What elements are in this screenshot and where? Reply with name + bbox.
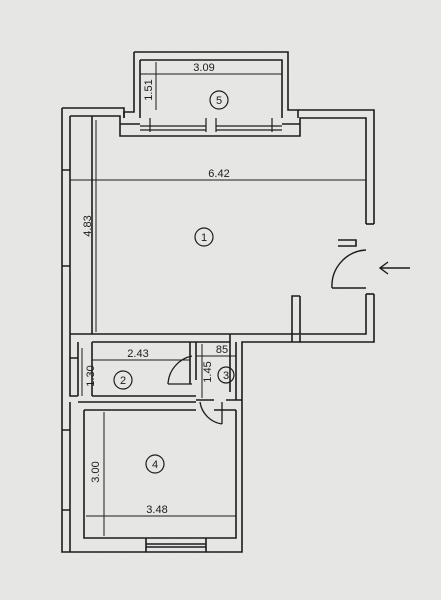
bedroom-left-window <box>62 429 70 511</box>
main-inner-wall <box>70 115 367 224</box>
room-marker-2 <box>113 370 133 390</box>
room-marker-5 <box>209 90 229 110</box>
label-hall-width: 85 <box>216 344 228 356</box>
bedroom-window <box>145 538 207 552</box>
walls <box>61 51 375 553</box>
right-outer-wall-lower <box>300 294 375 343</box>
bedroom-door <box>199 401 223 425</box>
room-marker-3 <box>217 366 235 384</box>
room-numbers: 5 1 2 3 4 <box>120 95 229 471</box>
room-markers <box>113 90 235 474</box>
room-marker-4 <box>145 454 165 474</box>
label-main-depth: 4.83 <box>82 215 94 236</box>
room-number-3: 3 <box>223 370 229 382</box>
entrance-arrow-icon <box>378 261 410 275</box>
room-number-1: 1 <box>201 232 207 244</box>
balcony-inner-wall <box>140 59 283 118</box>
entrance-door <box>331 249 367 289</box>
dimension-lines <box>69 62 367 536</box>
bathroom-walls <box>69 342 93 397</box>
room-number-5: 5 <box>216 95 222 107</box>
main-outer-wall <box>62 107 375 224</box>
bathroom-door <box>167 355 193 385</box>
label-bed-width: 3.48 <box>146 504 167 516</box>
room-number-4: 4 <box>152 459 158 471</box>
dimension-labels: 3.09 1.51 6.42 4.83 2.43 1.30 85 1.45 3.… <box>82 62 230 516</box>
label-bath-width: 2.43 <box>127 348 148 360</box>
label-balcony-width: 3.09 <box>193 62 214 74</box>
left-outer-wall <box>61 108 301 553</box>
label-hall-depth: 1.45 <box>202 361 214 382</box>
label-bath-depth: 1.30 <box>85 365 97 386</box>
label-main-width: 6.42 <box>208 168 229 180</box>
label-bed-depth: 3.00 <box>90 461 102 482</box>
balcony-door <box>149 118 273 132</box>
label-balcony-depth: 1.51 <box>143 79 155 100</box>
room-marker-1 <box>194 227 214 247</box>
room-number-2: 2 <box>120 375 126 387</box>
balcony-outer-wall <box>134 51 299 118</box>
main-room-window <box>62 169 70 267</box>
